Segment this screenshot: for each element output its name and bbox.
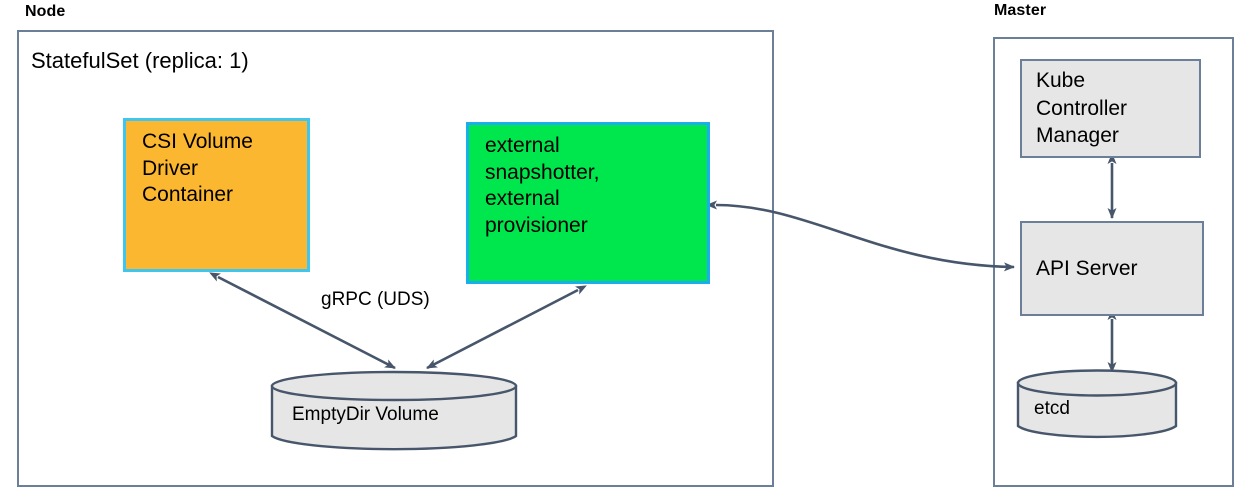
kube-controller-manager-box[interactable]: Kube Controller Manager xyxy=(1020,59,1201,158)
external-sidecars-box[interactable]: external snapshotter, external provision… xyxy=(466,122,710,284)
csi-driver-line-1: CSI Volume xyxy=(142,130,253,153)
kcm-line-3: Manager xyxy=(1036,124,1119,148)
emptydir-volume-cylinder[interactable]: EmptyDir Volume xyxy=(270,370,518,452)
api-server-box[interactable]: API Server xyxy=(1020,221,1204,316)
statefulset-title: StatefulSet (replica: 1) xyxy=(31,48,249,73)
sidecars-line-1: external xyxy=(485,134,560,157)
kcm-line-2: Controller xyxy=(1036,96,1128,120)
sidecars-line-3: external xyxy=(485,187,560,211)
etcd-cylinder[interactable]: etcd xyxy=(1016,369,1178,441)
csi-volume-driver-container-box[interactable]: CSI Volume Driver Container xyxy=(123,118,310,272)
master-group-label: Master xyxy=(994,2,1047,19)
grpc-uds-edge-label: gRPC (UDS) xyxy=(321,289,430,310)
etcd-label: etcd xyxy=(1034,398,1070,419)
api-server-label: API Server xyxy=(1036,256,1138,280)
sidecars-line-2: snapshotter, xyxy=(485,160,600,184)
emptydir-cylinder-shape xyxy=(270,370,518,451)
csi-driver-line-2: Driver xyxy=(142,156,198,180)
csi-driver-line-3: Container xyxy=(142,183,234,207)
node-group-label: Node xyxy=(25,3,66,20)
etcd-cylinder-shape xyxy=(1016,369,1178,439)
emptydir-volume-label: EmptyDir Volume xyxy=(292,404,439,425)
sidecars-line-4: provisioner xyxy=(485,213,588,237)
kcm-line-1: Kube xyxy=(1036,69,1086,92)
